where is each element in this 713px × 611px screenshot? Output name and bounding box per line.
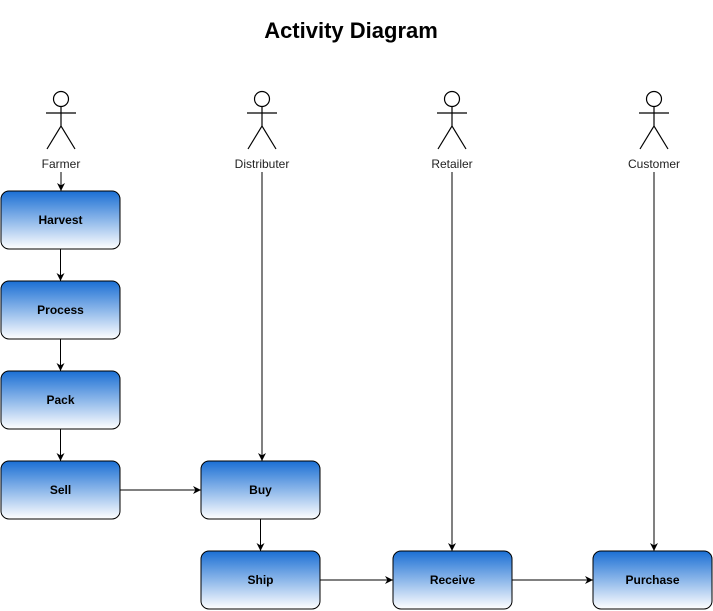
- activity-box: [592, 550, 713, 610]
- activity-label: Harvest: [38, 213, 82, 227]
- stick-figure-icon: [639, 90, 669, 150]
- activity-ship: Ship: [200, 550, 321, 610]
- activity-box: [0, 460, 121, 520]
- activity-box: [200, 550, 321, 610]
- activity-label: Pack: [46, 393, 74, 407]
- activity-box: [0, 370, 121, 430]
- diagram-title: Activity Diagram: [264, 18, 438, 43]
- activity-pack: Pack: [0, 370, 121, 430]
- actor-farmer: Farmer: [42, 90, 81, 171]
- activity-sell: Sell: [0, 460, 121, 520]
- activity-receive: Receive: [392, 550, 513, 610]
- activity-box: [392, 550, 513, 610]
- stick-figure-icon: [46, 90, 76, 150]
- activity-box: [200, 460, 321, 520]
- actor-retailer: Retailer: [431, 90, 473, 171]
- activity-label: Ship: [248, 573, 274, 587]
- actor-distributer: Distributer: [235, 90, 290, 171]
- activity-harvest: Harvest: [0, 190, 121, 250]
- activity-process: Process: [0, 280, 121, 340]
- activity-purchase: Purchase: [592, 550, 713, 610]
- actor-customer: Customer: [628, 90, 680, 171]
- activity-label: Sell: [50, 483, 71, 497]
- connectors: [56, 172, 658, 584]
- activity-label: Purchase: [625, 573, 679, 587]
- activity-label: Receive: [430, 573, 476, 587]
- activity-buy: Buy: [200, 460, 321, 520]
- actor-label: Retailer: [431, 157, 472, 171]
- actor-label: Farmer: [42, 157, 81, 171]
- actors: Farmer Distributer Retailer Customer: [42, 90, 680, 171]
- stick-figure-icon: [247, 90, 277, 150]
- activity-box: [0, 190, 121, 250]
- actor-label: Distributer: [235, 157, 290, 171]
- activity-box: [0, 280, 121, 340]
- activity-label: Buy: [249, 483, 272, 497]
- activity-label: Process: [37, 303, 84, 317]
- stick-figure-icon: [437, 90, 467, 150]
- actor-label: Customer: [628, 157, 680, 171]
